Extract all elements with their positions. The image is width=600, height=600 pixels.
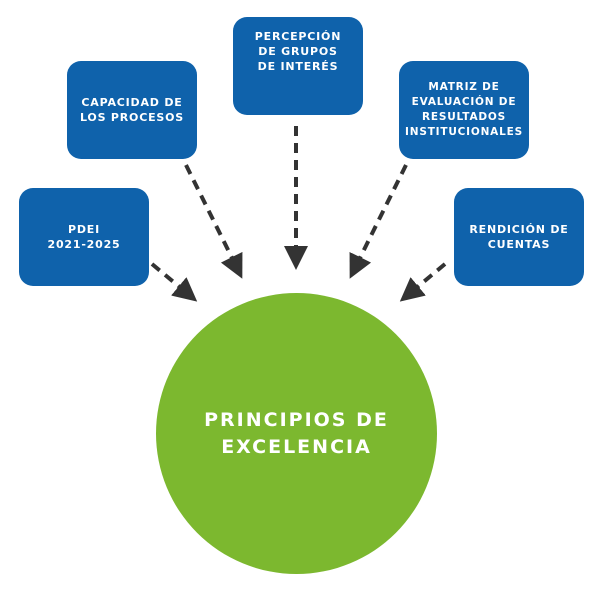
- box-label: RENDICIÓN DE CUENTAS: [469, 223, 569, 251]
- arrow-matriz: [349, 164, 408, 279]
- arrow-rendicion: [399, 262, 447, 302]
- box-label: MATRIZ DE EVALUACIÓN DE RESULTADOS INSTI…: [405, 81, 523, 138]
- center-label: PRINCIPIOS DE EXCELENCIA: [204, 408, 389, 458]
- box-label: PDEI 2021-2025: [47, 223, 121, 251]
- box-rendicion-cuentas: RENDICIÓN DE CUENTAS: [454, 188, 584, 286]
- box-pdei: PDEI 2021-2025: [19, 188, 149, 286]
- center-circle: PRINCIPIOS DE EXCELENCIA: [156, 293, 437, 574]
- box-percepcion-grupos: PERCEPCIÓN DE GRUPOS DE INTERÉS: [233, 17, 363, 115]
- arrow-capacidad: [184, 164, 243, 279]
- box-label: PERCEPCIÓN DE GRUPOS DE INTERÉS: [254, 29, 342, 73]
- arrow-pdei: [150, 262, 198, 302]
- box-matriz-evaluacion: MATRIZ DE EVALUACIÓN DE RESULTADOS INSTI…: [399, 61, 529, 159]
- box-capacidad-procesos: CAPACIDAD DE LOS PROCESOS: [67, 61, 197, 159]
- box-label: CAPACIDAD DE LOS PROCESOS: [80, 96, 184, 124]
